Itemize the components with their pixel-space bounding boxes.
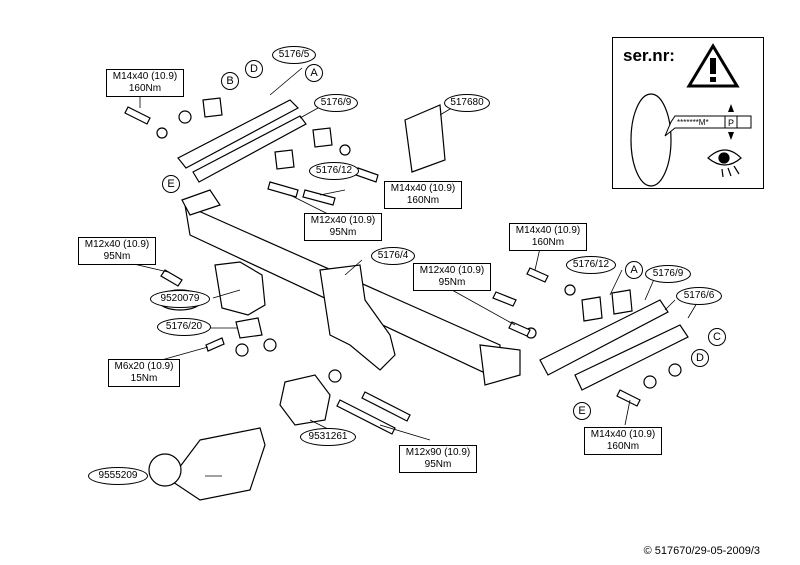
part-number-5176-9-left: 5176/9 xyxy=(314,94,358,112)
ball-clamp xyxy=(279,374,331,426)
nut xyxy=(235,343,249,357)
nut xyxy=(643,375,657,389)
marker-a-left: A xyxy=(305,64,323,82)
arrow-down-icon xyxy=(728,104,734,112)
part-number-5176-9-right: 5176/9 xyxy=(645,265,691,283)
center-hanger xyxy=(319,264,396,371)
small-bracket xyxy=(235,317,263,339)
part-number-9520079: 9520079 xyxy=(150,290,210,308)
marker-d-right: D xyxy=(691,349,709,367)
bolt xyxy=(160,269,183,287)
bolt-spec-text: M6x20 (10.9) xyxy=(114,361,174,372)
part-number-5176-12-left: 5176/12 xyxy=(309,162,359,180)
bolt-spec-m12x40-left: M12x40 (10.9) 95Nm xyxy=(78,237,156,265)
left-plate-1 xyxy=(202,97,223,118)
bolt-spec-text: M14x40 (10.9) xyxy=(390,183,456,194)
bolt xyxy=(267,181,299,198)
part-number-517680: 517680 xyxy=(444,94,490,112)
bolt-spec-m14x40-right: M14x40 (10.9) 160Nm xyxy=(509,223,587,251)
washer xyxy=(339,144,351,156)
bolt-spec-m12x40-center: M12x40 (10.9) 95Nm xyxy=(304,213,382,241)
torque-text: 160Nm xyxy=(406,195,440,206)
right-plate-2 xyxy=(611,289,633,315)
bolt-spec-text: M12x40 (10.9) xyxy=(310,215,376,226)
serial-box-graphic: *******M* P xyxy=(630,43,752,187)
p-letter: P xyxy=(728,118,734,128)
marker-d-left: D xyxy=(245,60,263,78)
bolt xyxy=(124,106,151,125)
nut xyxy=(263,338,277,352)
torque-text: 95Nm xyxy=(329,227,357,238)
bolt xyxy=(205,337,225,352)
crossbar-end-right xyxy=(479,344,521,386)
torque-text: 160Nm xyxy=(128,83,162,94)
part-number-5176-20: 5176/20 xyxy=(157,318,211,336)
long-bolt-2 xyxy=(361,391,411,422)
tag-shape-icon xyxy=(630,93,672,187)
bolt-spec-text: M12x90 (10.9) xyxy=(405,447,471,458)
torque-text: 95Nm xyxy=(424,459,452,470)
eye-icon xyxy=(707,149,742,178)
warning-icon xyxy=(686,43,740,88)
left-plate-2 xyxy=(312,127,333,148)
socket-plate xyxy=(214,261,266,316)
serial-code: *******M* xyxy=(677,118,709,127)
part-number-5176-12-right: 5176/12 xyxy=(566,256,616,274)
part-number-9531261: 9531261 xyxy=(300,428,356,446)
copyright-footer: © 517670/29-05-2009/3 xyxy=(643,545,760,557)
bolt-spec-m12x90: M12x90 (10.9) 95Nm xyxy=(399,445,477,473)
tow-ball xyxy=(148,453,182,487)
bolt xyxy=(508,321,531,337)
left-bracket-lower xyxy=(192,115,307,183)
torque-text: 160Nm xyxy=(606,441,640,452)
right-bracket-upper xyxy=(539,299,669,376)
serial-number-info-box: ser.nr: *******M* P xyxy=(612,37,764,189)
torque-text: 15Nm xyxy=(130,373,158,384)
nut xyxy=(178,110,192,124)
part-number-9555209: 9555209 xyxy=(88,467,148,485)
bolt xyxy=(492,291,517,307)
bolt-spec-text: M14x40 (10.9) xyxy=(112,71,178,82)
marker-b-left: B xyxy=(221,72,239,90)
p-box xyxy=(724,115,738,129)
washer xyxy=(564,284,576,296)
bolt-spec-m14x40-center: M14x40 (10.9) 160Nm xyxy=(384,181,462,209)
bolt-spec-text: M14x40 (10.9) xyxy=(590,429,656,440)
warning-sticker xyxy=(404,104,446,173)
crossbar-end-left xyxy=(181,189,221,216)
torque-text: 95Nm xyxy=(103,251,131,262)
tow-arm xyxy=(169,427,266,501)
marker-e-left: E xyxy=(162,175,180,193)
right-plate-1 xyxy=(581,296,603,322)
marker-c-right: C xyxy=(708,328,726,346)
bolt-spec-text: M14x40 (10.9) xyxy=(515,225,581,236)
bolt-spec-m12x40-middle: M12x40 (10.9) 95Nm xyxy=(413,263,491,291)
right-bracket-lower xyxy=(574,324,689,391)
nut xyxy=(668,363,682,377)
bolt xyxy=(302,189,336,206)
bolt xyxy=(616,389,641,407)
nut xyxy=(328,369,342,383)
washer xyxy=(156,127,168,139)
bolt-spec-text: M12x40 (10.9) xyxy=(419,265,485,276)
bolt xyxy=(355,167,379,183)
bolt-spec-text: M12x40 (10.9) xyxy=(84,239,150,250)
left-plate-3 xyxy=(274,149,295,170)
marker-e-right: E xyxy=(573,402,591,420)
part-number-5176-4: 5176/4 xyxy=(371,247,415,265)
bolt xyxy=(526,267,549,283)
torque-text: 95Nm xyxy=(438,277,466,288)
bolt-spec-m14x40-top-left: M14x40 (10.9) 160Nm xyxy=(106,69,184,97)
arrow-up-icon xyxy=(728,132,734,140)
part-number-5176-5: 5176/5 xyxy=(272,46,316,64)
part-number-5176-6: 5176/6 xyxy=(676,287,722,305)
torque-text: 160Nm xyxy=(531,237,565,248)
bolt-spec-m6x20: M6x20 (10.9) 15Nm xyxy=(108,359,180,387)
left-bracket-upper xyxy=(177,99,299,169)
marker-a-right: A xyxy=(625,261,643,279)
bolt-spec-m14x40-bottom-right: M14x40 (10.9) 160Nm xyxy=(584,427,662,455)
serial-number-title: ser.nr: xyxy=(623,46,675,65)
